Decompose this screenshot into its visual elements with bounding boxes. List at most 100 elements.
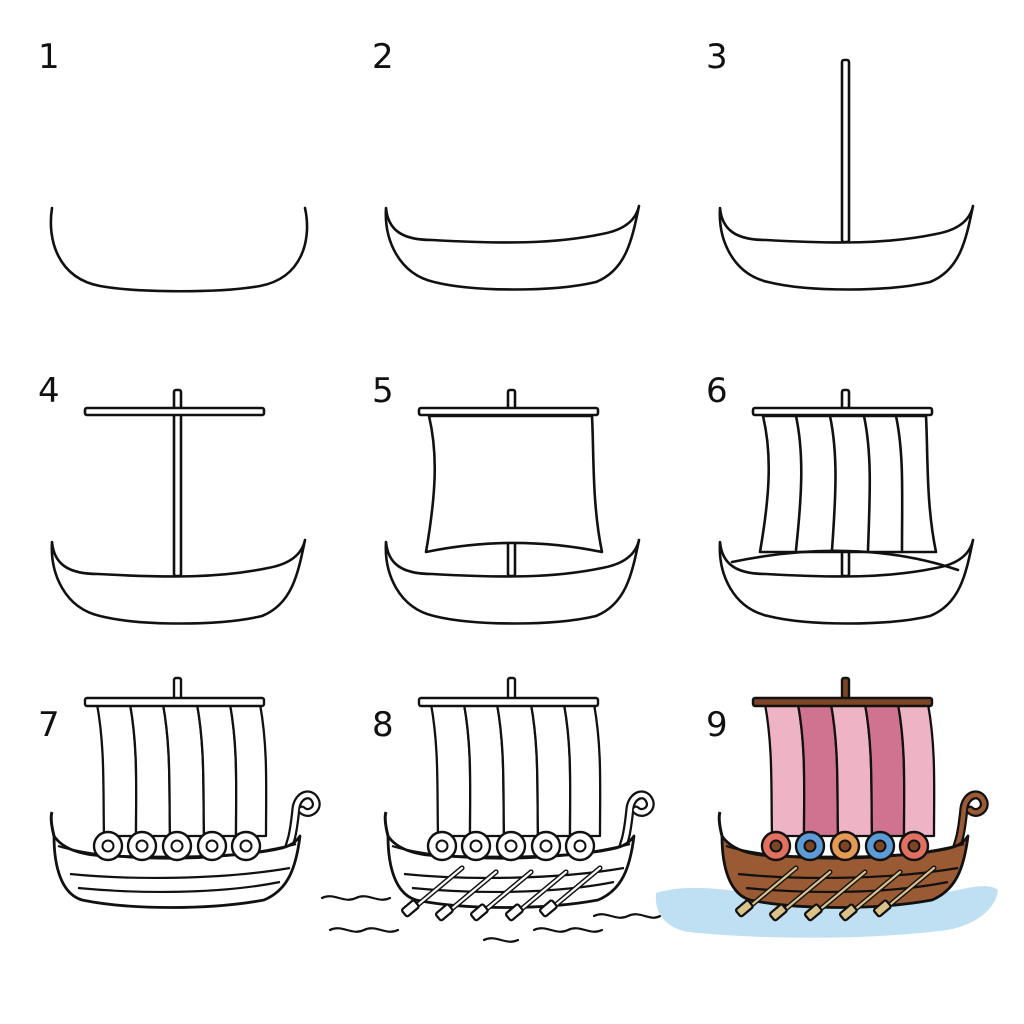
oar-shaft-fill bbox=[446, 870, 498, 914]
hull-plank-line bbox=[77, 880, 281, 894]
sail-outline bbox=[424, 414, 604, 554]
sail-stripe bbox=[161, 702, 206, 838]
step-8-oars bbox=[401, 865, 603, 922]
shield-boss bbox=[205, 839, 219, 853]
step-number-7: 7 bbox=[38, 705, 60, 745]
deck-line bbox=[730, 549, 960, 572]
sail-stripe-line bbox=[894, 414, 904, 552]
sail-stripe-line bbox=[794, 414, 803, 552]
sail-stripe bbox=[763, 702, 806, 838]
yard-beam bbox=[751, 406, 934, 417]
shield-boss bbox=[838, 839, 852, 853]
shield-boss bbox=[539, 839, 553, 853]
oar-shaft-fill bbox=[850, 870, 902, 914]
sail-stripe bbox=[829, 702, 874, 838]
sail-stripe bbox=[228, 702, 268, 838]
step-number-2: 2 bbox=[372, 37, 394, 77]
step-number-8: 8 bbox=[372, 705, 394, 745]
step-number-1: 1 bbox=[38, 37, 60, 77]
step-number-9: 9 bbox=[706, 705, 728, 745]
shield-boss bbox=[435, 839, 449, 853]
prow-curl bbox=[943, 792, 987, 871]
shield-boss bbox=[135, 839, 149, 853]
sail-stripe bbox=[796, 702, 840, 838]
hull-plank-line bbox=[69, 866, 291, 880]
sail-stripe-line bbox=[862, 414, 872, 552]
sail-stripe bbox=[495, 702, 540, 838]
yard-beam bbox=[83, 406, 266, 417]
yard-beam bbox=[751, 696, 934, 708]
sail-stripe bbox=[462, 702, 506, 838]
gunwale-line bbox=[391, 842, 631, 860]
oar-blade bbox=[873, 899, 892, 918]
bow-post bbox=[383, 811, 390, 837]
water-wave bbox=[482, 937, 520, 943]
oar-blade bbox=[505, 903, 524, 922]
oar-shaft-fill bbox=[516, 870, 568, 914]
gunwale-line bbox=[57, 842, 297, 860]
shield-boss bbox=[769, 839, 783, 853]
step-number-6: 6 bbox=[706, 371, 728, 411]
yard-beam bbox=[417, 406, 600, 417]
water-wave bbox=[532, 927, 604, 933]
oar-shaft-fill bbox=[412, 866, 464, 910]
hull-bowl-outline bbox=[49, 206, 309, 293]
step-5-drawing bbox=[384, 388, 641, 625]
step-6-drawing bbox=[718, 388, 975, 625]
step-1-drawing bbox=[49, 206, 309, 293]
hull-outline bbox=[384, 538, 641, 625]
oar-shaft-fill bbox=[550, 866, 602, 910]
bow-post bbox=[717, 811, 724, 837]
step-7-drawing bbox=[49, 676, 321, 909]
oar-shaft-fill bbox=[884, 866, 936, 910]
oar-shaft-fill bbox=[815, 870, 867, 914]
mast bbox=[840, 58, 851, 244]
oar-shaft-fill bbox=[780, 870, 832, 914]
sail-stripe-line bbox=[828, 414, 837, 552]
mast-top bbox=[840, 676, 851, 702]
shield-boss bbox=[170, 839, 184, 853]
step-number-5: 5 bbox=[372, 371, 394, 411]
oar-blade bbox=[735, 899, 754, 918]
oar-blade bbox=[804, 903, 823, 922]
shield-boss bbox=[101, 839, 115, 853]
step-9-oars bbox=[735, 865, 937, 922]
water-wave bbox=[328, 927, 400, 933]
sail-stripe bbox=[529, 702, 572, 838]
shield-boss bbox=[907, 839, 921, 853]
oar-blade bbox=[470, 903, 489, 922]
sail-stripe bbox=[128, 702, 172, 838]
sail-stripe bbox=[429, 702, 472, 838]
hull-outline bbox=[384, 204, 641, 291]
hull-outline bbox=[718, 204, 975, 291]
prow-curl bbox=[275, 792, 319, 871]
oar-blade bbox=[539, 899, 558, 918]
step-number-4: 4 bbox=[38, 371, 60, 411]
sail-stripe bbox=[562, 702, 602, 838]
shield-boss bbox=[469, 839, 483, 853]
oar-blade bbox=[401, 899, 420, 918]
oar-blade bbox=[435, 903, 454, 922]
gunwale-line bbox=[725, 842, 965, 860]
sail-outline bbox=[758, 414, 938, 554]
shield-boss bbox=[573, 839, 587, 853]
mast-top bbox=[506, 676, 517, 702]
prow-curl bbox=[609, 792, 653, 871]
hull-outline bbox=[50, 538, 307, 625]
bow-post bbox=[49, 811, 56, 837]
water-wave bbox=[320, 895, 392, 901]
hull-outline bbox=[718, 538, 975, 625]
step-2-drawing bbox=[384, 204, 641, 291]
sail-stripe bbox=[195, 702, 238, 838]
shield-boss bbox=[504, 839, 518, 853]
oar-shaft-fill bbox=[481, 870, 533, 914]
shield-boss bbox=[239, 839, 253, 853]
sail-stripe bbox=[863, 702, 906, 838]
water-wave bbox=[592, 913, 662, 919]
yard-beam bbox=[83, 696, 266, 708]
step-number-3: 3 bbox=[706, 37, 728, 77]
step-3-drawing bbox=[718, 58, 975, 291]
sail-stripe bbox=[95, 702, 138, 838]
yard-beam bbox=[417, 696, 600, 708]
